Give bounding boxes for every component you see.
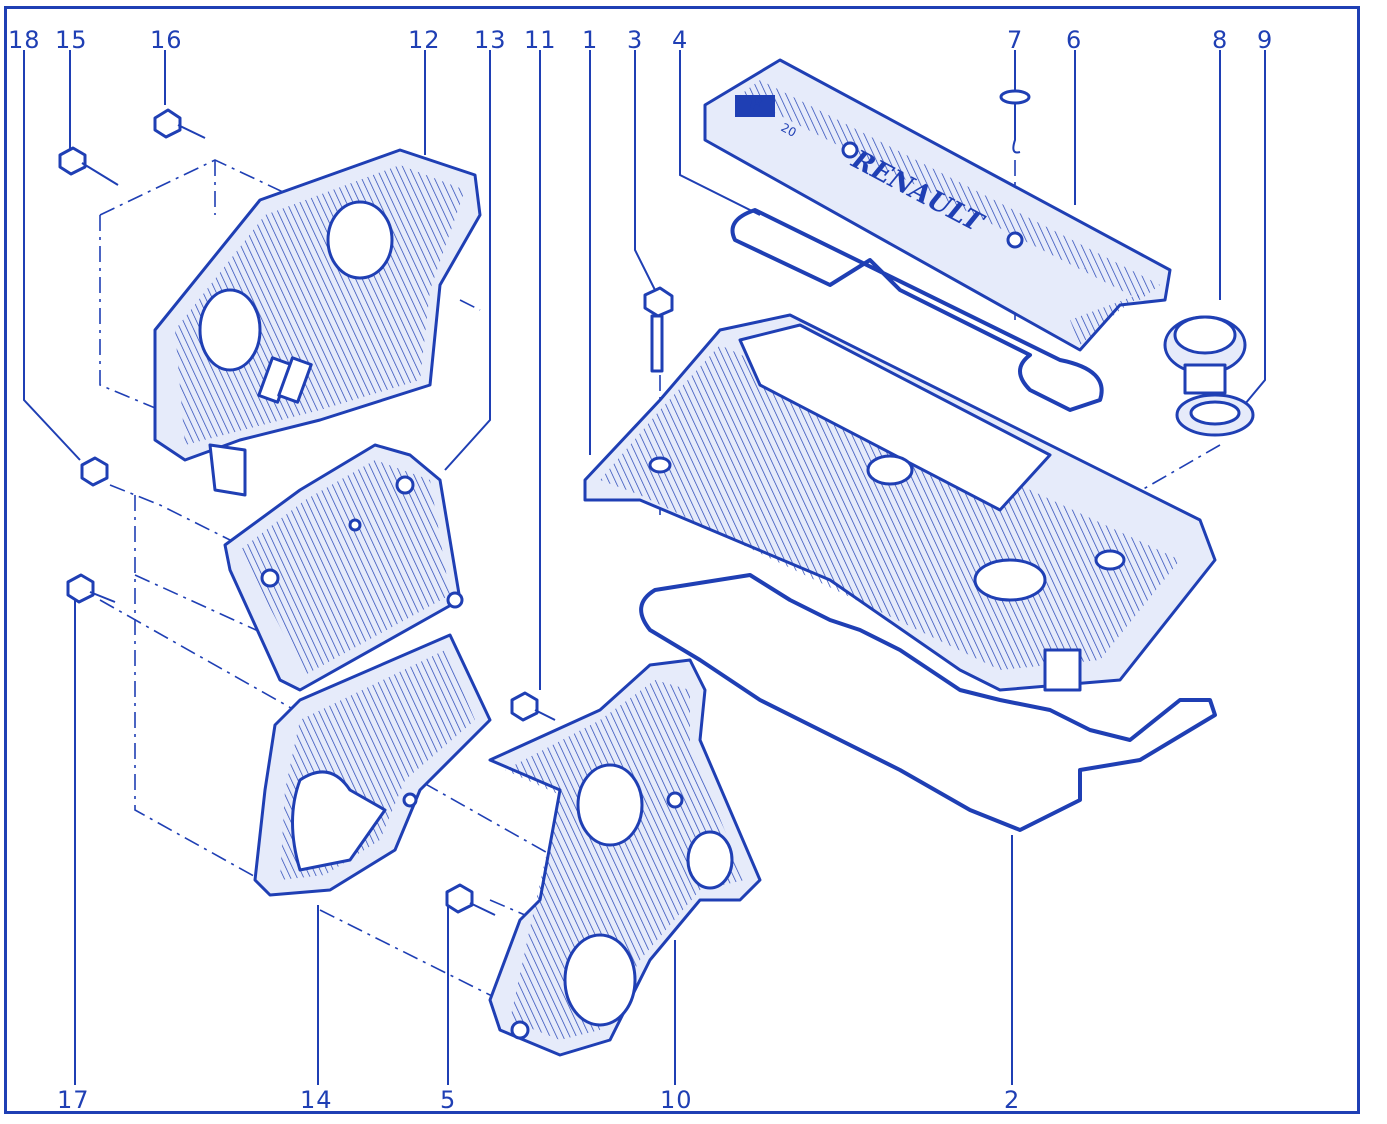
callout-3: 3: [627, 26, 644, 54]
callout-16: 16: [150, 26, 183, 54]
head-gasket: [639, 573, 1217, 832]
callout-13: 13: [474, 26, 507, 54]
callout-8: 8: [1212, 26, 1229, 54]
bolt-11: [510, 691, 556, 722]
small-bolts: [58, 108, 556, 916]
cover-gasket: [730, 208, 1104, 412]
callout-7: 7: [1007, 26, 1024, 54]
badge-number: 20: [779, 120, 799, 140]
cylinder-head-cover: [583, 313, 1217, 692]
leader-lines: [23, 50, 1266, 1085]
cover-clip: [999, 89, 1031, 154]
bolt-17: [66, 573, 116, 604]
lower-timing-cover: [253, 633, 492, 897]
diagram-frame: [4, 6, 1360, 1114]
callout-15: 15: [55, 26, 88, 54]
callout-14: 14: [300, 1086, 333, 1114]
callout-18: 18: [8, 26, 41, 54]
f20-badge-block: [735, 95, 775, 117]
callout-1: 1: [582, 26, 599, 54]
badge-letter: F: [747, 93, 764, 117]
oil-filler-cap: [1163, 315, 1247, 395]
callout-9: 9: [1257, 26, 1274, 54]
filler-seal-ring: [1175, 393, 1255, 437]
bolt-5: [445, 883, 496, 916]
callout-6: 6: [1066, 26, 1083, 54]
cover-bolt: [643, 286, 674, 373]
callout-12: 12: [408, 26, 441, 54]
callout-17: 17: [57, 1086, 90, 1114]
upper-timing-cover: [153, 148, 482, 497]
bolt-15: [58, 146, 119, 186]
inner-timing-plate: [488, 658, 762, 1057]
nut-18: [80, 456, 109, 487]
callout-11: 11: [524, 26, 557, 54]
callout-2: 2: [1004, 1086, 1021, 1114]
engine-cover: F 20 RENAULT: [703, 58, 1172, 352]
callout-4: 4: [672, 26, 689, 54]
middle-timing-cover: [223, 443, 464, 692]
callout-5: 5: [440, 1086, 457, 1114]
bolt-16: [153, 108, 206, 139]
callout-10: 10: [660, 1086, 693, 1114]
